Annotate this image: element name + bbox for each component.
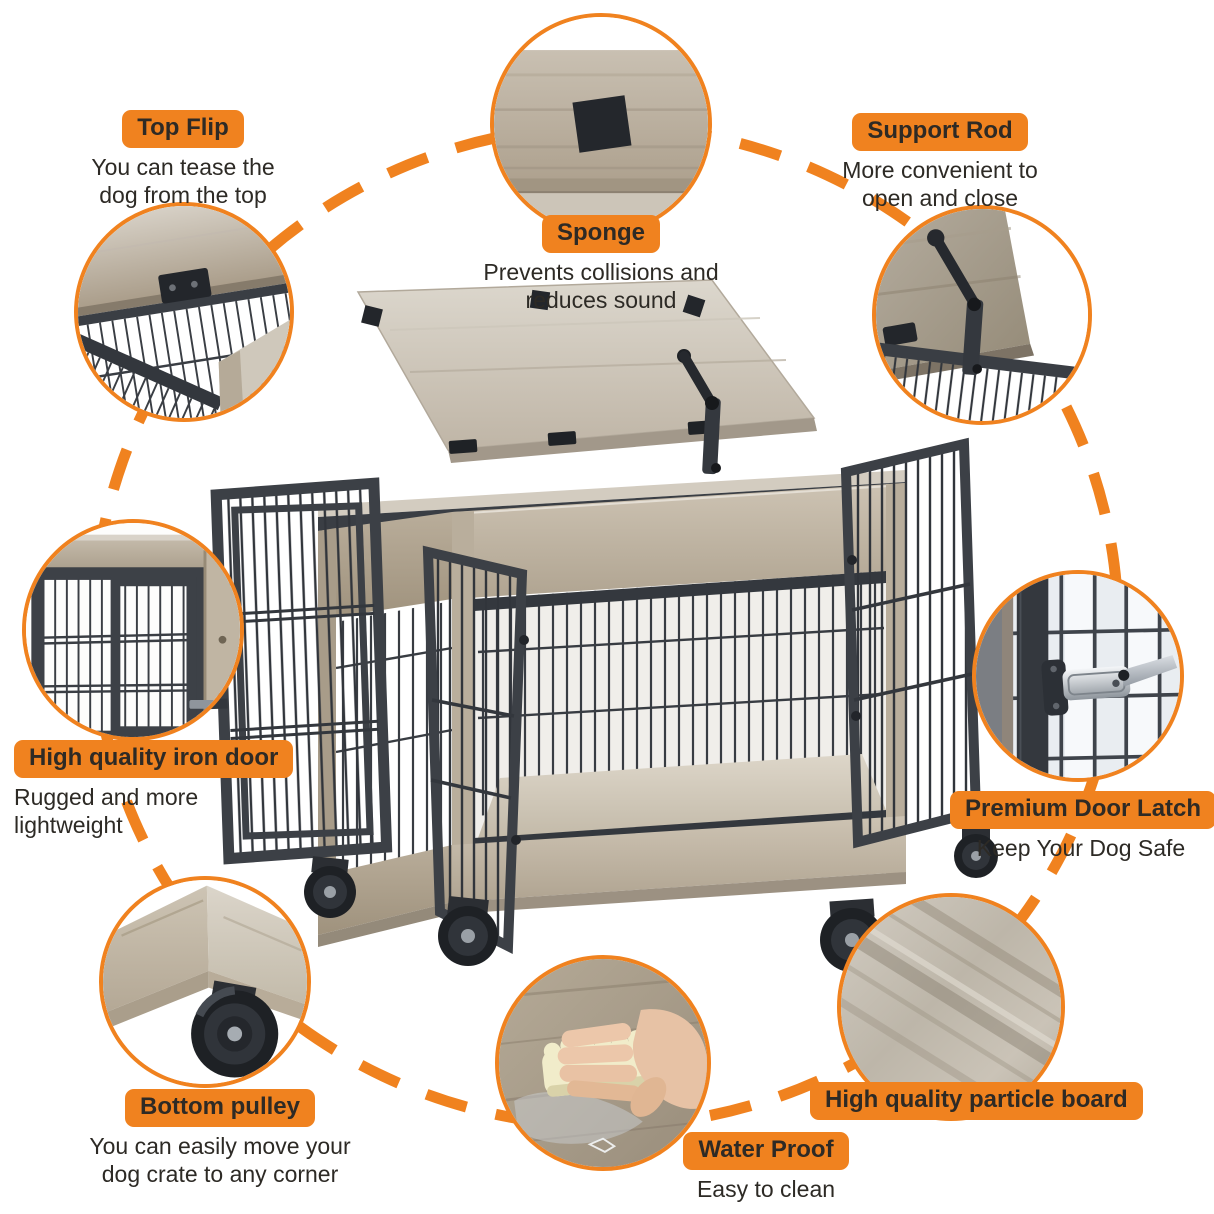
feature-desc-support-rod: More convenient to open and close (842, 157, 1038, 212)
feature-particle-board: High quality particle board (810, 1082, 1190, 1121)
feature-badge-sponge: Sponge (542, 215, 660, 254)
feature-desc-iron-door: Rugged and more lightweight (14, 784, 199, 839)
feature-support-rod: Support Rod More convenient to open and … (795, 113, 1085, 212)
feature-door-latch: Premium Door Latch Keep Your Dog Safe (950, 791, 1214, 862)
hand-illustration (557, 1009, 707, 1117)
feature-bottom-pulley: Bottom pulley You can easily move your d… (80, 1089, 360, 1188)
photo-sponge-detail (490, 13, 712, 235)
photo-door-latch-detail (972, 570, 1184, 782)
crate-caster-left (304, 856, 356, 918)
feature-badge-iron-door: High quality iron door (14, 740, 294, 779)
photo-particle-board-detail (837, 893, 1065, 1121)
feature-water-proof: Water Proof Easy to clean (660, 1132, 872, 1203)
feature-badge-particle-board: High quality particle board (810, 1082, 1143, 1121)
feature-top-flip: Top Flip You can tease the dog from the … (58, 110, 308, 209)
crate-body (318, 470, 907, 947)
crate-front-door-open (422, 545, 529, 954)
feature-badge-water-proof: Water Proof (683, 1132, 849, 1171)
feature-badge-bottom-pulley: Bottom pulley (125, 1089, 315, 1128)
crate-support-rod (677, 349, 721, 475)
feature-desc-top-flip: You can tease the dog from the top (91, 154, 275, 209)
feature-desc-water-proof: Easy to clean (696, 1176, 836, 1203)
feature-sponge: Sponge Prevents collisions and reduces s… (450, 215, 752, 314)
crate-top-flip-lid (356, 279, 817, 475)
crate-right-door-open (840, 437, 982, 849)
feature-badge-support-rod: Support Rod (852, 113, 1028, 152)
photo-support-rod-detail (872, 205, 1092, 425)
photo-bottom-pulley-detail (99, 876, 311, 1088)
feature-badge-top-flip: Top Flip (122, 110, 244, 149)
photo-top-flip-detail (74, 202, 294, 422)
feature-desc-door-latch: Keep Your Dog Safe (976, 835, 1186, 862)
feature-iron-door: High quality iron door Rugged and more l… (14, 740, 314, 839)
feature-desc-sponge: Prevents collisions and reduces sound (483, 259, 719, 314)
crate-caster-back-right (954, 826, 998, 878)
feature-desc-bottom-pulley: You can easily move your dog crate to an… (89, 1133, 351, 1188)
feature-badge-door-latch: Premium Door Latch (950, 791, 1214, 830)
photo-iron-door-detail (22, 519, 244, 741)
crate-caster-center (438, 895, 498, 966)
photo-water-proof-detail (495, 955, 711, 1171)
